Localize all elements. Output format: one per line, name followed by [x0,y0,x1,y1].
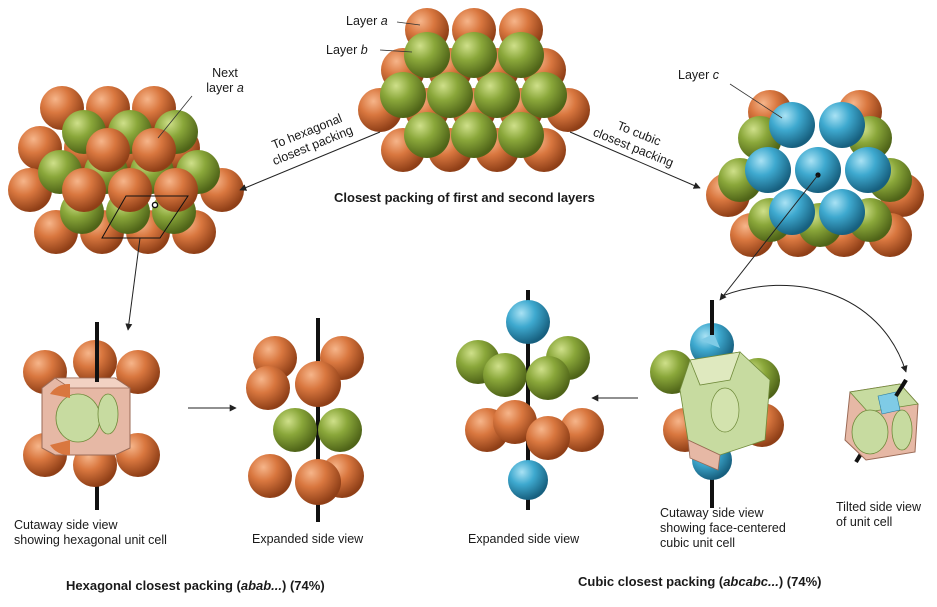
center-layer-b [380,32,567,158]
hex-expanded [246,318,364,522]
label-cubic-cutaway: Cutaway side view showing face-centered … [660,506,786,550]
cubic-title: Cubic closest packing (abcabc...) (74%) [578,574,822,589]
label-layer-a: Layer a [346,14,388,28]
label-tilted: Tilted side view of unit cell [836,500,921,529]
label-cubic-expanded: Expanded side view [468,532,580,546]
arrow-to-cubic [569,131,701,189]
hex-stack-top [62,128,198,212]
arrow-cubic-down [719,174,819,301]
hex-cutaway [23,322,160,510]
cubic-expanded [456,290,604,510]
hex-unit-cell-outline [101,195,189,239]
cubic-stack-top [745,102,891,235]
tilted-unit-cell [844,378,919,464]
hex-title: Hexagonal closest packing (abab...) (74%… [66,578,325,593]
cubic-cutaway [650,300,784,508]
label-next-layer: Next layer a [206,66,244,95]
arrow-hex-down [125,237,141,331]
arrow-to-hex [239,131,381,191]
arrow-to-tilted [721,284,908,373]
label-hex-expanded: Expanded side view [252,532,364,546]
center-caption: Closest packing of first and second laye… [334,190,595,205]
label-layer-b: Layer b [326,43,368,57]
label-layer-c: Layer c [678,68,719,82]
label-hex-cutaway: Cutaway side view showing hexagonal unit… [14,518,167,547]
